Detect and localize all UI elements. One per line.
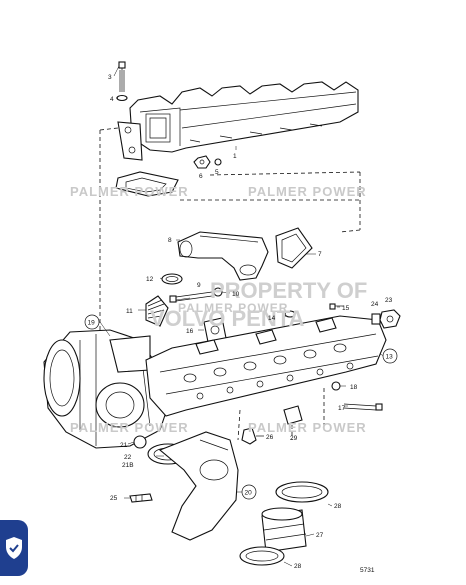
label-21: 21 (120, 442, 128, 449)
security-badge[interactable] (0, 520, 28, 576)
figure-number: 5731 (360, 567, 375, 574)
bellows-11 (145, 295, 169, 327)
spacer-29 (283, 405, 303, 425)
washer-5 (214, 158, 222, 166)
label-23: 23 (385, 297, 393, 304)
watermark-palmer-2: PALMER POWER (248, 184, 367, 199)
label-circle-20 (241, 484, 257, 500)
watermark-palmer-5: PALMER POWER (248, 420, 367, 435)
hose-clamp-28-bottom (239, 546, 285, 566)
label-18: 18 (350, 384, 358, 391)
bolt-15 (329, 303, 344, 310)
label-10: 10 (232, 291, 240, 298)
label-4: 4 (110, 96, 114, 103)
label-7: 7 (318, 251, 322, 258)
cover-gasket (115, 171, 179, 197)
label-28-bottom: 28 (294, 563, 302, 570)
label-13: 13 (386, 354, 394, 361)
bolt-3 (118, 61, 126, 92)
bolt-9 (169, 291, 213, 303)
label-14: 14 (268, 315, 276, 322)
exhaust-elbow-20 (158, 431, 239, 541)
label-8: 8 (168, 237, 172, 244)
bolt-17 (343, 403, 383, 411)
label-11: 11 (126, 308, 133, 315)
label-25: 25 (110, 495, 118, 502)
gasket-7 (275, 227, 313, 269)
label-19: 19 (88, 320, 96, 327)
label-22: 22 (124, 454, 132, 461)
watermark-palmer-4: PALMER POWER (70, 420, 189, 435)
reference-box-top (99, 127, 361, 340)
label-12: 12 (146, 276, 154, 283)
plug-14 (284, 310, 296, 318)
nut-23 (379, 309, 401, 329)
elbow-8 (177, 231, 269, 281)
label-27: 27 (316, 532, 324, 539)
label-circle-13 (382, 348, 398, 364)
manifold-ports (183, 343, 354, 400)
label-17: 17 (338, 405, 346, 412)
hose-27 (261, 507, 307, 553)
label-circle-19 (84, 314, 100, 330)
label-16: 16 (186, 328, 194, 335)
exhaust-manifold-13 (145, 315, 387, 417)
watermark-property-line2: VOLVO PENTA (150, 306, 305, 331)
label-20: 20 (245, 490, 253, 497)
clip-26 (241, 427, 264, 445)
label-24: 24 (371, 301, 379, 308)
watermark-palmer-3: PALMER POWER (178, 301, 288, 315)
watermark-palmer-1: PALMER POWER (70, 184, 189, 199)
leader-lines (99, 65, 385, 567)
manifold-cover (117, 81, 359, 161)
label-1: 1 (233, 153, 237, 160)
label-26: 26 (266, 434, 274, 441)
nut-6 (193, 155, 211, 169)
label-5: 5 (215, 169, 219, 176)
watermark-property-line1: PROPERTY OF (210, 278, 367, 303)
label-29: 29 (290, 435, 298, 442)
label-9: 9 (197, 282, 201, 289)
label-15: 15 (342, 305, 350, 312)
stud-25 (129, 493, 153, 503)
shield-check-icon (6, 537, 22, 559)
label-3: 3 (108, 74, 112, 81)
label-21b: 21B (122, 462, 134, 469)
label-28-top: 28 (334, 503, 342, 510)
hose-clamp-28-top (275, 481, 329, 503)
label-6: 6 (199, 173, 203, 180)
